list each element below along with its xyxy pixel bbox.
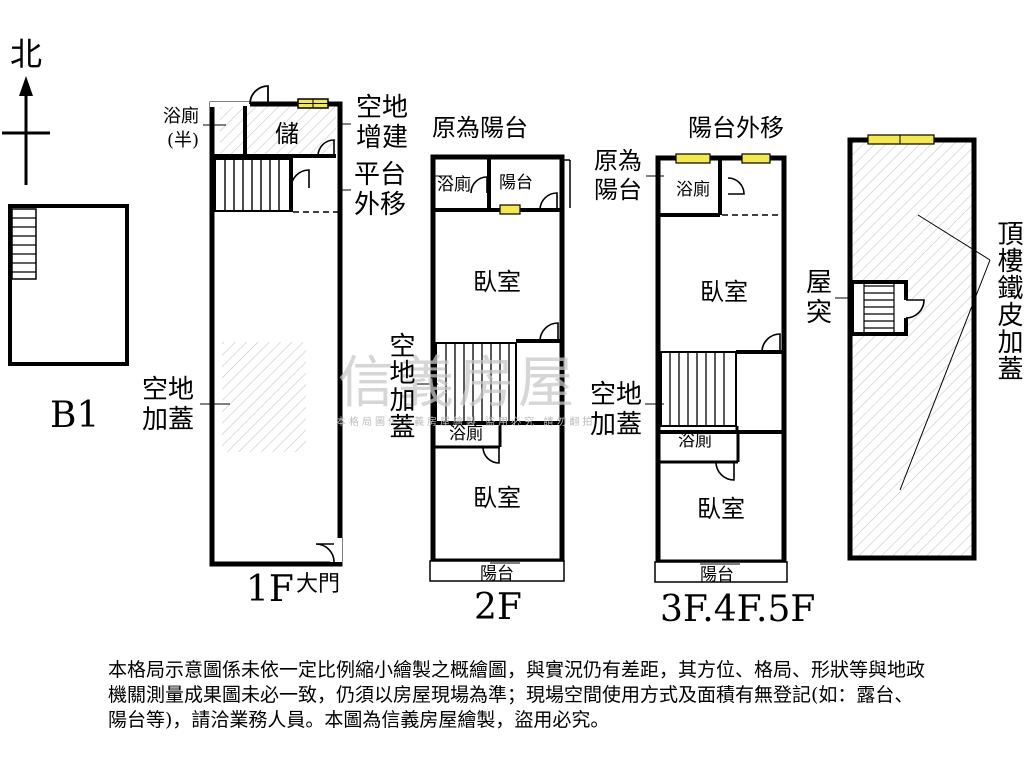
label-2f-bedroom-rear: 臥室 bbox=[473, 484, 521, 512]
label-main-door: 大門 bbox=[296, 572, 341, 597]
label-rooftop-iron-sheet: 頂樓鐵皮加蓋 bbox=[993, 220, 1023, 382]
label-2f-bath-mid: 浴廁 bbox=[449, 424, 483, 444]
label-345f-bath-top: 浴廁 bbox=[676, 180, 710, 200]
label-storage: 儲 bbox=[275, 120, 299, 148]
label-bath-half: 浴廁 bbox=[163, 106, 199, 127]
label-345f-bedroom-rear: 臥室 bbox=[697, 495, 745, 523]
floor-title-1f: 1F bbox=[246, 569, 294, 610]
label-345f-balcony-bottom: 陽台 bbox=[700, 565, 734, 585]
rooftop-plan bbox=[835, 134, 991, 561]
compass bbox=[2, 76, 50, 185]
label-2f-originally-balcony: 原為陽台 bbox=[432, 114, 528, 142]
label-platform-moved: 平台外移 bbox=[354, 160, 407, 220]
label-345f-bedroom-front: 臥室 bbox=[700, 278, 748, 306]
floor-1f-plan bbox=[200, 85, 351, 567]
label-roof-protrusion: 屋突 bbox=[806, 268, 833, 328]
label-345f-balcony-moved: 陽台外移 bbox=[688, 114, 784, 142]
floor-title-2f: 2F bbox=[474, 587, 522, 628]
label-2f-balcony-bottom: 陽台 bbox=[480, 564, 514, 584]
label-vacant-extension: 空地增建 bbox=[356, 93, 409, 153]
disclaimer-text: 本格局示意圖係未依一定比例縮小繪製之概繪圖，與實況仍有差距，其方位、格局、形狀等… bbox=[108, 659, 926, 731]
label-345f-vacant-covered: 空地加蓋 bbox=[590, 380, 643, 440]
label-2f-balcony-top: 陽台 bbox=[499, 173, 533, 193]
label-345f-originally-balcony: 原為陽台 bbox=[594, 147, 642, 204]
floor-b1-plan bbox=[8, 204, 129, 366]
watermark-fineprint: 本格局圖係信義房屋繪製 盜用必究 請勿翻拍 bbox=[336, 417, 596, 428]
label-1f-vacant-covered: 空地加蓋 bbox=[142, 375, 195, 435]
floor-title-b1: B1 bbox=[50, 395, 100, 436]
floor-2f-plan bbox=[417, 154, 571, 582]
floor-title-345f: 3F.4F.5F bbox=[660, 589, 816, 630]
label-2f-bath-top: 浴廁 bbox=[437, 175, 471, 195]
label-2f-bedroom-front: 臥室 bbox=[473, 268, 521, 296]
watermark-brand: 信義房屋 bbox=[338, 351, 578, 416]
floor-345f-plan bbox=[645, 153, 788, 583]
label-2f-vacant-covered: 空地加蓋 bbox=[385, 332, 415, 440]
label-345f-bath-mid: 浴廁 bbox=[678, 431, 712, 451]
north-label: 北 bbox=[10, 35, 43, 73]
label-bath-half-sub: (半) bbox=[167, 130, 200, 151]
